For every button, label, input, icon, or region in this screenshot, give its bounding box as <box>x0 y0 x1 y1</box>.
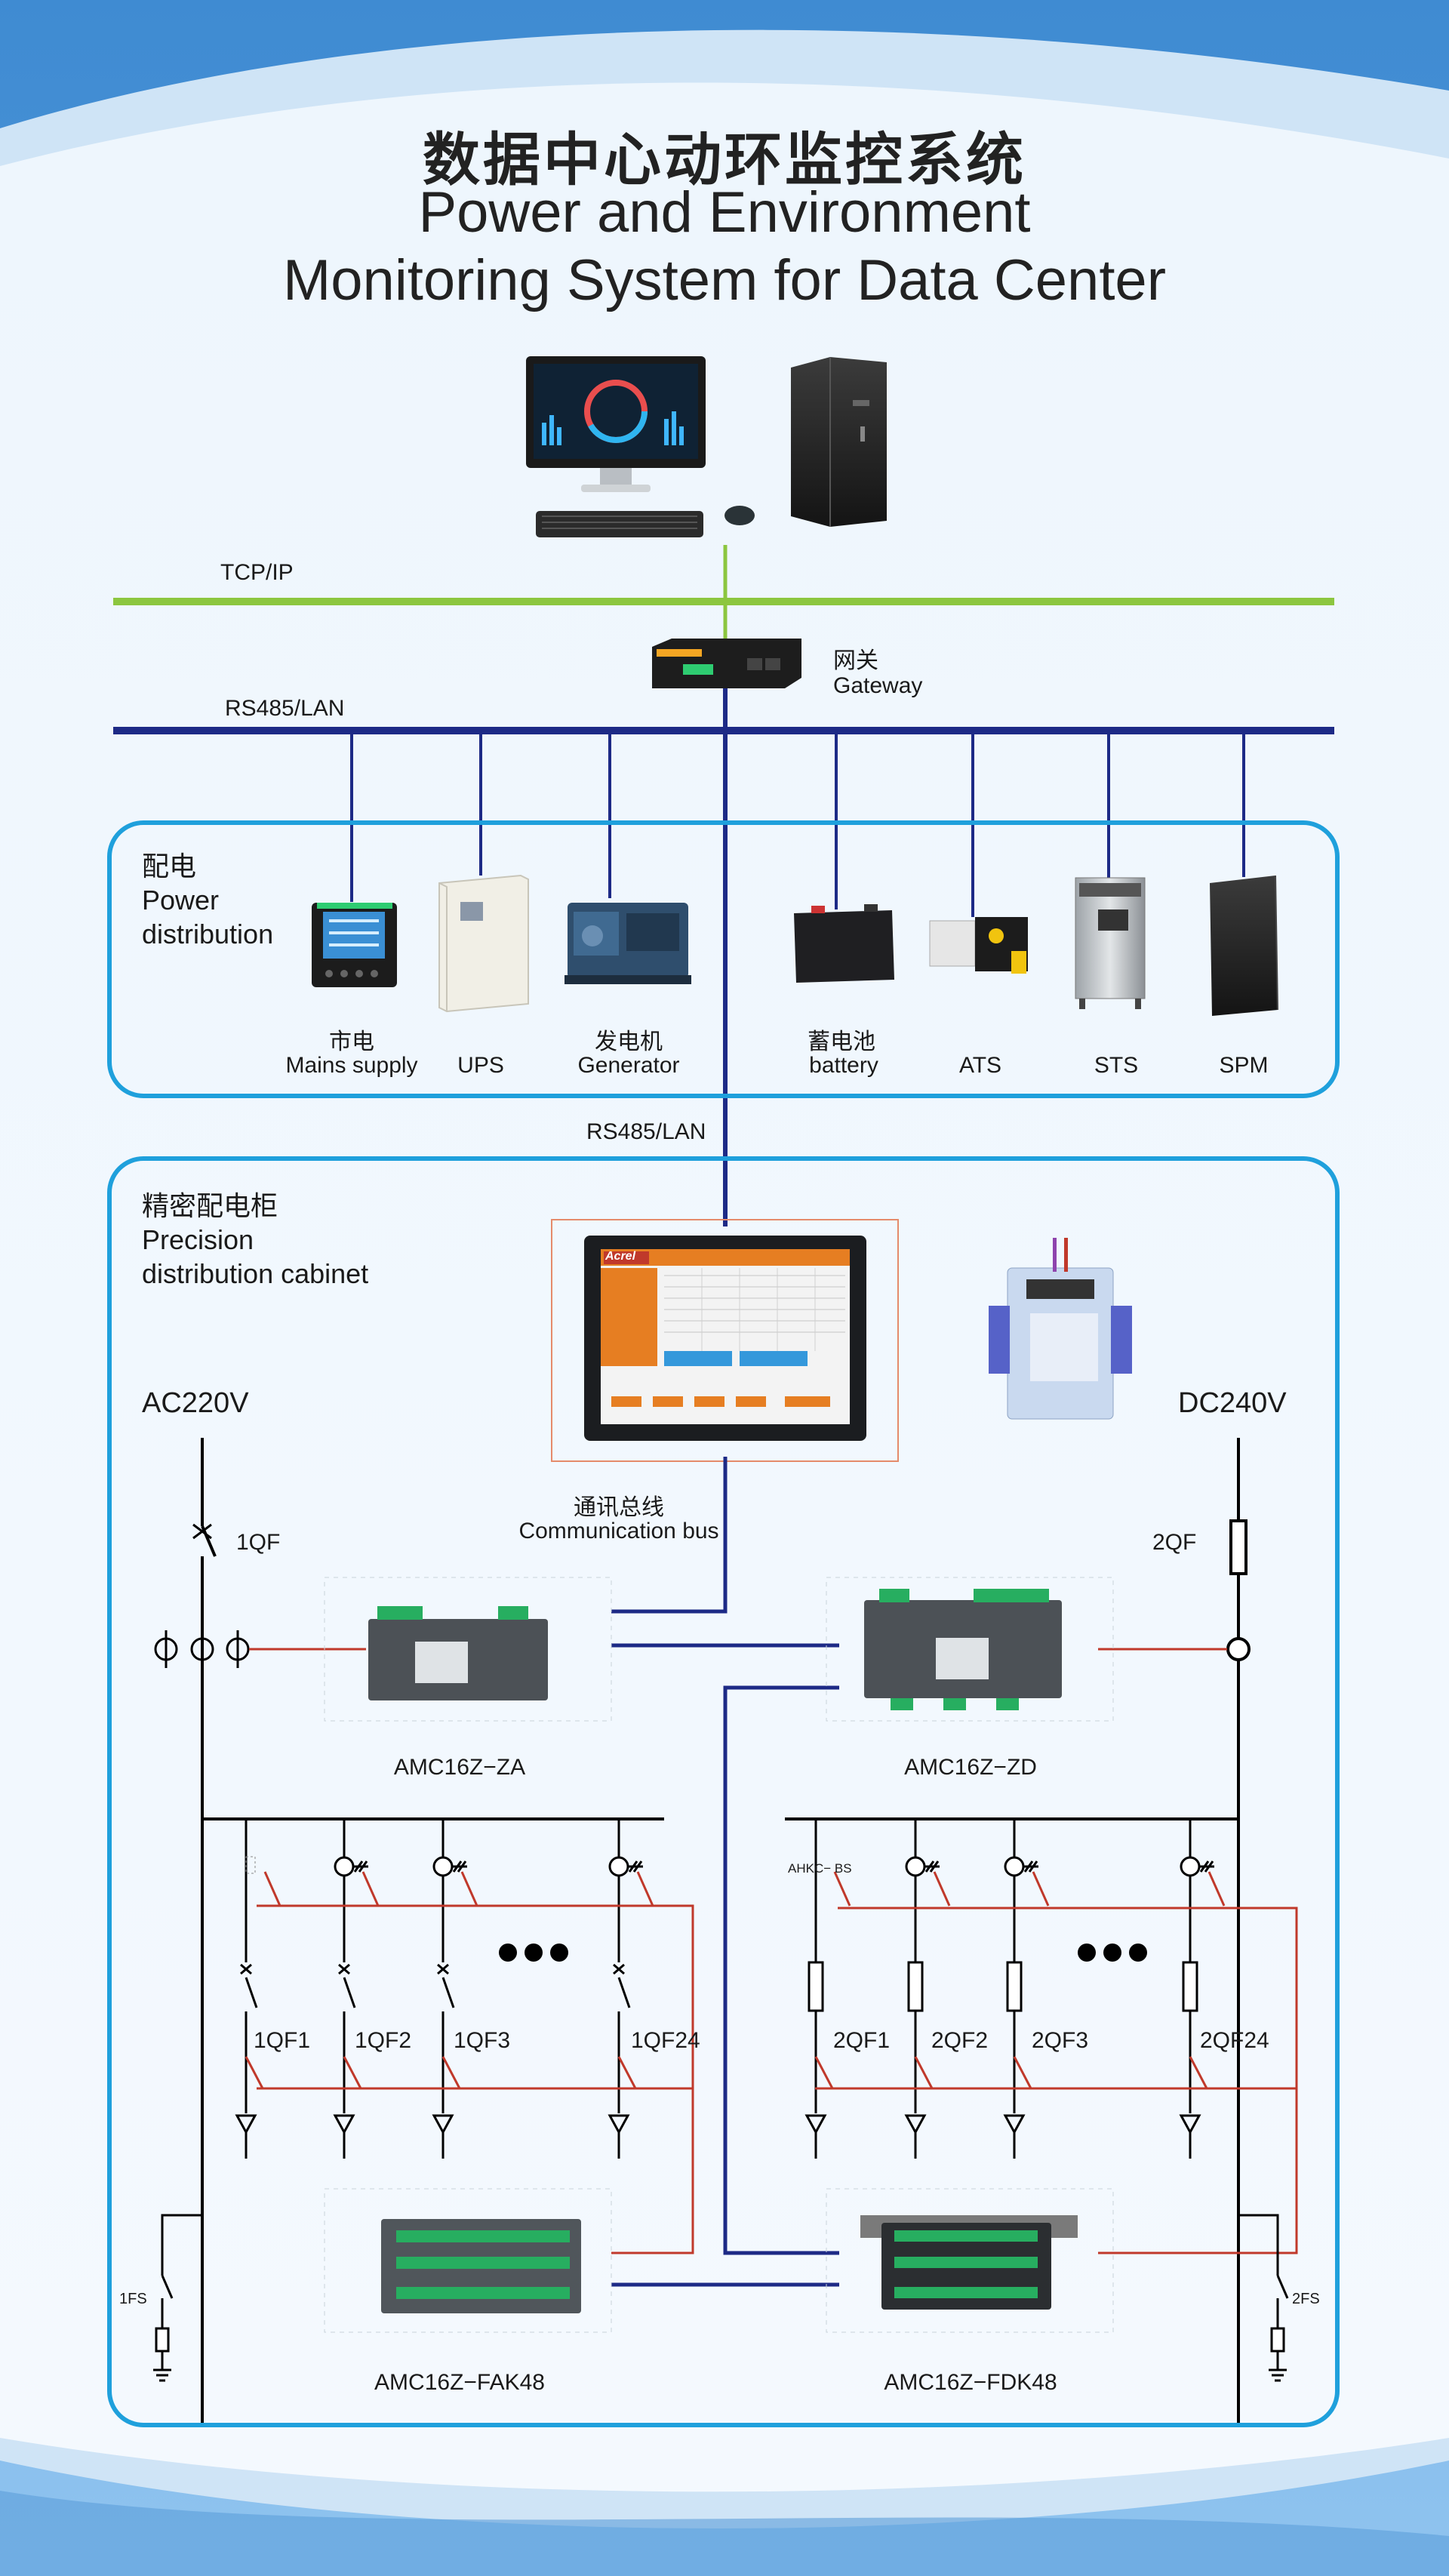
dc-signal-lines <box>815 1907 1298 2254</box>
dc-voltage-label: DC240V <box>1178 1387 1287 1419</box>
branch-label: 1QF2 <box>355 2028 412 2053</box>
branch-label: 2QF1 <box>833 2028 891 2053</box>
module-fak48-label: AMC16Z−FAK48 <box>374 2370 545 2395</box>
power-distribution-title-en2: distribution <box>142 919 274 949</box>
spm-cabinet-icon <box>1210 875 1278 1016</box>
ac-voltage-label: AC220V <box>142 1387 249 1419</box>
branch-circuit <box>235 1819 281 2159</box>
amc16z-za-module <box>368 1606 548 1700</box>
branch-label: 2QF2 <box>931 2028 989 2053</box>
title-english-line1: Power and Environment <box>418 180 1031 245</box>
ac-current-transformers <box>154 1630 366 1668</box>
2fs-label: 2FS <box>1292 2291 1320 2307</box>
1fs-label: 1FS <box>119 2291 147 2307</box>
dc-branch-circuits <box>804 1819 1226 2159</box>
branch-circuit <box>804 1819 851 2159</box>
keyboard-icon <box>536 511 703 537</box>
breaker-2qf-label: 2QF <box>1152 1530 1197 1555</box>
branch-circuit <box>608 1819 654 2159</box>
signal-module-icon <box>989 1238 1132 1420</box>
branch-label: 2QF3 <box>1032 2028 1089 2053</box>
amc16z-fak48-module <box>381 2219 581 2313</box>
ac-branch-circuits <box>235 1819 654 2159</box>
mouse-icon <box>724 506 755 525</box>
device-label-en: battery <box>809 1053 878 1078</box>
device-label-cn: 蓄电池 <box>808 1029 875 1054</box>
rs485-lan-label-mid: RS485/LAN <box>586 1119 706 1144</box>
device-label-en: STS <box>1094 1053 1139 1078</box>
title-english-line2: Monitoring System for Data Center <box>282 248 1167 312</box>
dc-main-circuit <box>785 1438 1251 2423</box>
hmi-touchscreen <box>584 1236 866 1441</box>
device-label-en: Mains supply <box>285 1053 418 1078</box>
branch-circuit <box>1179 1819 1226 2159</box>
branch-circuit <box>333 1819 380 2159</box>
comm-bus-label-en: Communication bus <box>518 1519 719 1543</box>
device-label-en: ATS <box>958 1053 1002 1078</box>
power-distribution-title-en1: Power <box>142 885 220 916</box>
screen-brand-logo: Acrel <box>605 1250 636 1263</box>
battery-icon <box>794 904 894 983</box>
module-zd-label: AMC16Z−ZD <box>904 1755 1037 1780</box>
branch-circuit <box>1003 1819 1050 2159</box>
device-label-en: Generator <box>577 1053 680 1078</box>
power-distribution-title-cn: 配电 <box>142 851 197 882</box>
breaker-1qf-label: 1QF <box>236 1530 281 1555</box>
server-tower-icon <box>791 357 887 527</box>
cabinet-title-en1: Precision <box>142 1224 254 1255</box>
mains-meter-icon <box>312 903 397 987</box>
device-label-en: UPS <box>457 1053 504 1078</box>
precision-cabinet-box <box>107 1156 1340 2427</box>
2fs-surge-protector <box>1238 2214 1289 2382</box>
gateway-device-icon <box>652 639 801 688</box>
ats-switch-icon <box>929 917 1028 974</box>
device-label-cn: 发电机 <box>595 1029 663 1054</box>
branch-label: 2QF24 <box>1200 2028 1269 2053</box>
za-module-frame <box>324 1577 612 1722</box>
cabinet-title-cn: 精密配电柜 <box>142 1190 278 1221</box>
power-distribution-box <box>107 820 1340 1098</box>
zd-module-frame <box>826 1577 1114 1722</box>
generator-icon <box>565 903 691 984</box>
amc16z-fdk48-module <box>860 2215 1078 2310</box>
branch-label: 1QF3 <box>454 2028 511 2053</box>
ac-main-circuit <box>192 1438 664 2423</box>
device-label-cn: 市电 <box>329 1029 374 1054</box>
amc16z-zd-module <box>864 1589 1062 1710</box>
fdk-module-frame <box>826 2188 1114 2333</box>
device-label-en: SPM <box>1219 1053 1269 1078</box>
ahkc-sensor-label: AHKC− BS <box>788 1861 852 1876</box>
branch-circuit <box>904 1819 951 2159</box>
branch-circuit <box>432 1819 478 2159</box>
gateway-label-cn: 网关 <box>833 648 878 673</box>
tcpip-label: TCP/IP <box>220 560 294 585</box>
sts-cabinet-icon <box>1075 877 1146 1009</box>
ac-signal-lines <box>257 1904 694 2254</box>
ups-icon <box>438 874 529 1013</box>
1fs-surge-protector <box>153 2214 202 2382</box>
rs485-lan-label-top: RS485/LAN <box>225 696 345 721</box>
comm-bus-label-cn: 通讯总线 <box>574 1495 664 1520</box>
branch-label: 1QF1 <box>254 2028 311 2053</box>
module-za-label: AMC16Z−ZA <box>393 1755 526 1780</box>
fak-module-frame <box>324 2188 612 2333</box>
branch-label: 1QF24 <box>631 2028 700 2053</box>
comm-bus-lines <box>611 1457 839 2287</box>
module-fdk48-label: AMC16Z−FDK48 <box>884 2370 1057 2395</box>
cabinet-title-en2: distribution cabinet <box>142 1258 369 1289</box>
more-branches-dots <box>499 1944 1147 1962</box>
monitor-icon <box>526 356 706 492</box>
gateway-label-en: Gateway <box>833 673 923 698</box>
title-chinese: 数据中心动环监控系统 <box>423 126 1026 193</box>
